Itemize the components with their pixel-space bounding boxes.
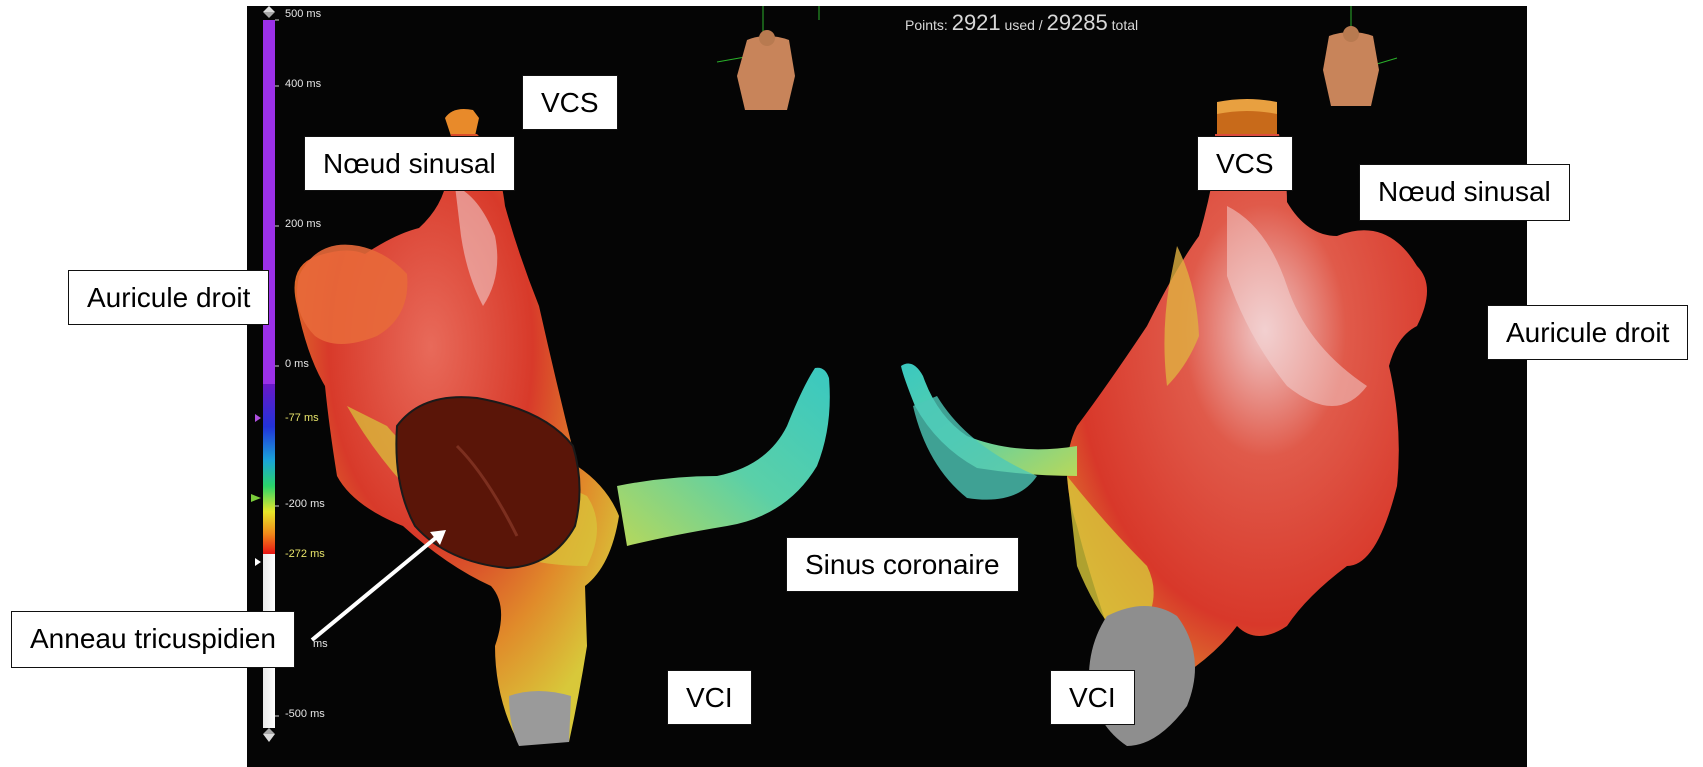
- label-auricule-droit-left: Auricule droit: [68, 270, 269, 325]
- label-noeud-sinusal-right: Nœud sinusal: [1359, 164, 1570, 221]
- 3d-map-viewport[interactable]: Points: 2921 used / 29285 total 500 ms 4…: [247, 6, 1527, 767]
- label-sinus-coronaire: Sinus coronaire: [786, 537, 1019, 592]
- scale-tick-500: 500 ms: [285, 8, 321, 20]
- torso-orientation-icon: [717, 6, 819, 110]
- label-vcs-left: VCS: [522, 75, 618, 130]
- label-vcs-right: VCS: [1197, 136, 1293, 191]
- points-separator: /: [1039, 17, 1043, 33]
- scale-tick-200: 200 ms: [285, 218, 321, 230]
- points-used-value: 2921: [952, 10, 1001, 35]
- scale-tick-minus-272: -272 ms: [285, 548, 325, 560]
- label-anneau-tricuspidien: Anneau tricuspidien: [11, 611, 295, 668]
- scale-tick-minus-500: -500 ms: [285, 708, 325, 720]
- scale-tick-ms: ms: [313, 638, 328, 650]
- activation-map-scene: [247, 6, 1527, 767]
- points-label: Points:: [905, 17, 948, 33]
- label-vci-right: VCI: [1050, 670, 1135, 725]
- torso-orientation-icon: [1323, 6, 1397, 106]
- label-vci-left: VCI: [667, 670, 752, 725]
- points-total-value: 29285: [1047, 10, 1108, 35]
- scale-tick-minus-77: -77 ms: [285, 412, 319, 424]
- scale-tick-minus-200: -200 ms: [285, 498, 325, 510]
- scale-tick-0: 0 ms: [285, 358, 309, 370]
- right-atrium-posterior-view: [901, 99, 1427, 746]
- scale-tick-400: 400 ms: [285, 78, 321, 90]
- label-noeud-sinusal-left: Nœud sinusal: [304, 136, 515, 191]
- points-used-label: used: [1005, 17, 1035, 33]
- points-counter: Points: 2921 used / 29285 total: [905, 10, 1138, 36]
- label-auricule-droit-right: Auricule droit: [1487, 305, 1688, 360]
- points-total-label: total: [1112, 17, 1138, 33]
- right-atrium-anterior-view: [295, 109, 830, 746]
